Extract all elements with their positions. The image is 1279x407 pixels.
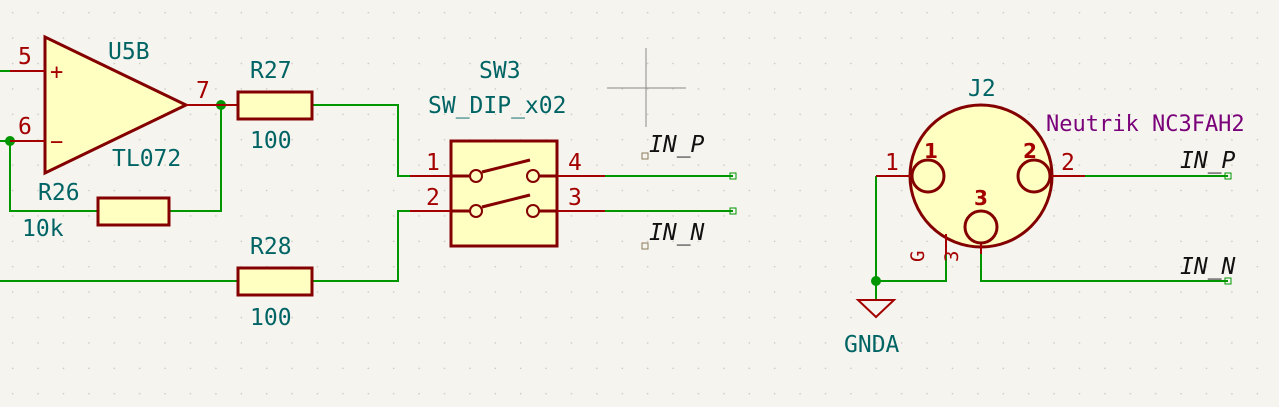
wire-r28-to-sw3: [312, 210, 410, 282]
ref-r26: R26: [38, 180, 80, 206]
net-label-in-p: IN_P: [1180, 148, 1236, 174]
resistor-body: [236, 266, 314, 297]
pin-socket-2: [1016, 158, 1052, 194]
ground-icon: [855, 299, 897, 319]
pin-number-7: 7: [196, 78, 210, 104]
part-neutrik-nc3fah2: Neutrik NC3FAH2: [1046, 112, 1245, 137]
plus-sign: +: [50, 60, 63, 85]
ref-j2: J2: [968, 76, 996, 102]
resistor-r26[interactable]: R26 10k: [22, 180, 171, 242]
contact-leads: [451, 174, 557, 213]
xlr-connector-j2[interactable]: J2 Neutrik NC3FAH2 1 2 3 1 2 G 3: [876, 76, 1245, 262]
pin-number-4: 4: [568, 150, 582, 176]
net-label-in-n: IN_N: [1180, 254, 1236, 280]
pin-number-3: 3: [941, 251, 963, 262]
wire-r26-to-output: [169, 105, 222, 212]
wire-end-marker: [1224, 277, 1232, 285]
value-tl072: TL072: [112, 146, 181, 172]
pin-number-1: 1: [426, 150, 440, 176]
switch-lever-2: [481, 193, 531, 209]
pin-number-2: 2: [426, 185, 440, 211]
switch-body: [449, 139, 559, 248]
wire-r27-to-sw3: [312, 104, 410, 177]
label-anchor: [641, 242, 649, 250]
resistor-r27[interactable]: R27 100: [221, 58, 314, 154]
crosshair-cursor: [607, 48, 686, 127]
switch-lever-1: [481, 158, 531, 174]
value-r28: 100: [250, 305, 292, 331]
ref-sw3: SW3: [479, 58, 521, 84]
contact: [526, 169, 540, 183]
wire-u5b-feedback: [9, 141, 98, 212]
contact: [469, 204, 483, 218]
pin-g-label: G: [907, 251, 929, 262]
net-labels-j2: IN_P IN_N: [1180, 148, 1236, 285]
ref-r28: R28: [250, 234, 292, 260]
pin-socket-1: [910, 158, 946, 194]
pin-socket-3: [963, 209, 999, 245]
wire-end-marker: [729, 172, 737, 180]
value-sw-dip-x02: SW_DIP_x02: [428, 93, 566, 119]
value-r27: 100: [250, 128, 292, 154]
pin-number-5: 5: [18, 44, 32, 70]
dip-switch-sw3[interactable]: SW3 SW_DIP_x02 1 2 4 3: [410, 58, 605, 248]
wire-j2-g-to-gnd: [876, 254, 947, 282]
wire-j2-pin3-to-in-n: [980, 254, 1228, 282]
resistor-body: [236, 90, 314, 121]
pin-inner-2: 2: [1023, 139, 1037, 163]
contact: [526, 204, 540, 218]
ref-r27: R27: [250, 58, 292, 84]
pin-number-6: 6: [18, 114, 32, 140]
wire-end-marker: [729, 207, 737, 215]
net-label-in-p: IN_P: [649, 132, 705, 158]
net-label-in-n: IN_N: [649, 220, 705, 246]
pin-number-2: 2: [1061, 150, 1075, 176]
ground-gnda[interactable]: GNDA: [844, 299, 900, 358]
power-label-gnda: GNDA: [844, 332, 900, 358]
opamp-body: [43, 34, 190, 176]
resistor-body: [96, 196, 171, 227]
pin-inner-1: 1: [924, 139, 938, 163]
resistor-r28[interactable]: R28 100: [236, 234, 314, 331]
pin-number-1: 1: [885, 150, 899, 176]
junction-dot: [871, 276, 881, 286]
pin-number-3: 3: [568, 185, 582, 211]
minus-sign: −: [50, 130, 63, 155]
opamp-u5b[interactable]: 5 6 7 + − U5B TL072: [10, 34, 221, 176]
pin-inner-3: 3: [974, 186, 988, 210]
net-labels-sw3: IN_P IN_N: [641, 132, 737, 250]
wires: [0, 70, 1228, 300]
contact: [469, 169, 483, 183]
value-r26: 10k: [22, 216, 64, 242]
ref-u5b: U5B: [108, 39, 150, 65]
wire-end-marker: [1224, 172, 1232, 180]
label-anchor: [641, 152, 649, 160]
